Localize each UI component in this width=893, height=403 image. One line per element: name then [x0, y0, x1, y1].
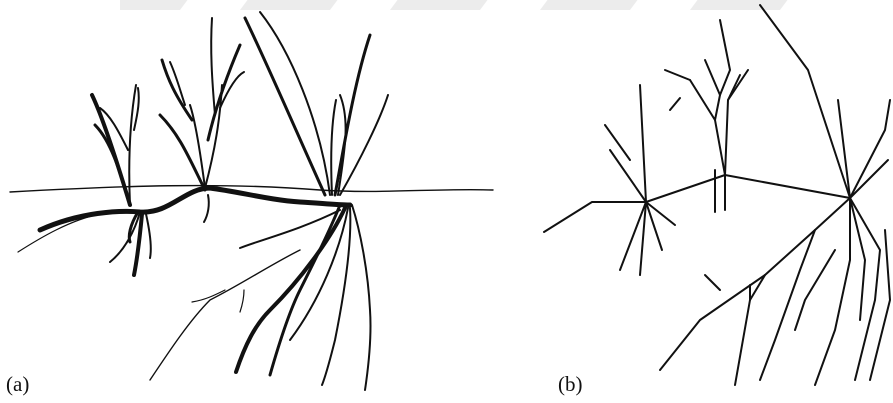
- panel-a-plant-illustration: (a): [0, 0, 500, 403]
- panel-b-label: (b): [558, 372, 583, 397]
- soil-line: [10, 186, 493, 192]
- skeleton-spine: [544, 175, 850, 232]
- panel-a-label: (a): [6, 372, 29, 397]
- panel-b-skeleton-graph: (b): [530, 0, 893, 403]
- rhizome: [40, 188, 350, 230]
- skeleton-drawing: [530, 0, 893, 403]
- plant-drawing: [0, 0, 500, 403]
